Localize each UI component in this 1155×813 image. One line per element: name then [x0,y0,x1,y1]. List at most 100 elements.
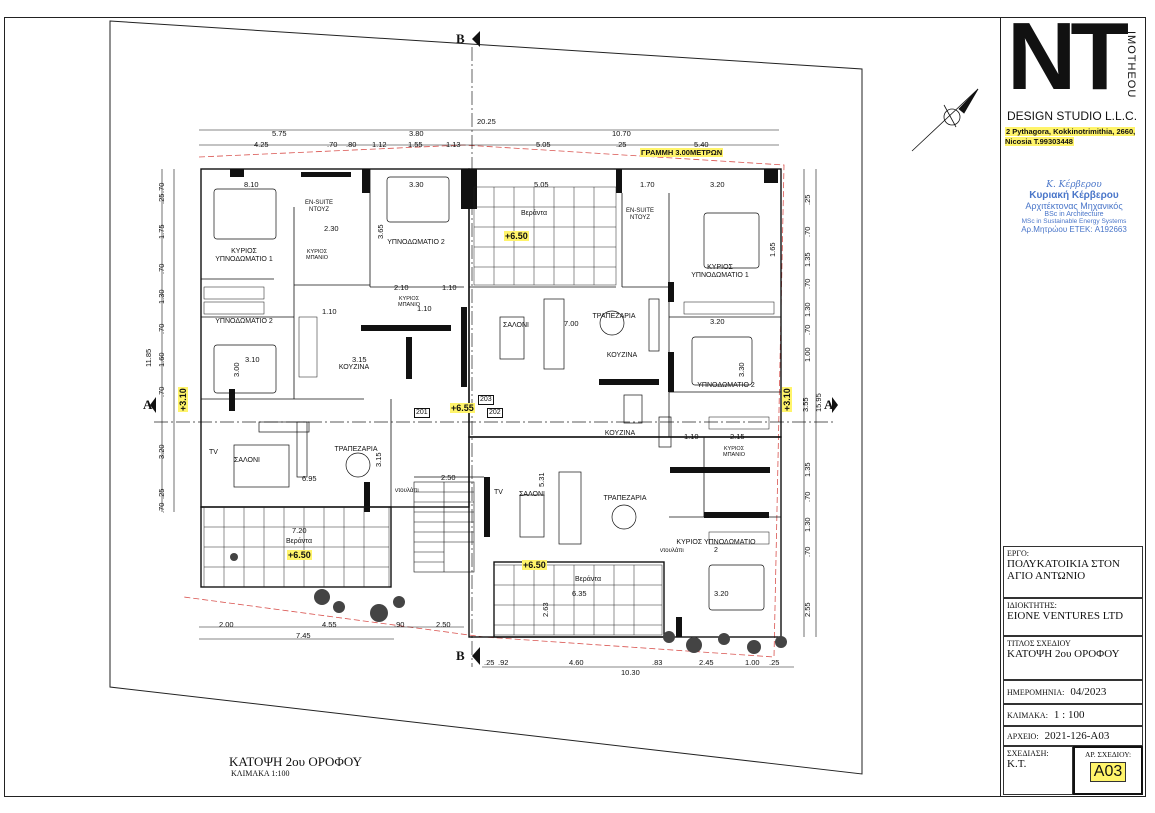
tb-project-label: ΕΡΓΟ: [1007,549,1029,558]
dim-inner-0: 8.10 [244,180,259,189]
dim-inner-16: 6.35 [572,589,587,598]
room-label-master-bedroom-1-left: ΚΥΡΙΟΣ ΥΠΝΟΔΩΜΑΤΙΟ 1 [215,248,273,263]
level-mark-veranda-left: +6.50 [287,550,312,560]
north-arrow-icon [911,88,979,152]
dim-bottom-r1-0: 2.00 [219,620,234,629]
dim-inner-12: 2.15 [730,432,745,441]
dim-bottom-r1-1: 4.55 [322,620,337,629]
dim-inner-13: 7.20 [292,526,307,535]
architect-name: Κυριακή Κέρβερου [1029,190,1119,201]
tb-title-value: ΚΑΤΟΨΗ 2ου ΟΡΟΦΟΥ [1007,648,1120,660]
dim-inner-1: 3.30 [409,180,424,189]
dim-top-overall: 20.25 [477,117,496,126]
tb-owner-value: EIONE VENTURES LTD [1007,610,1124,622]
dim-inner-26: 1.10 [417,304,432,313]
room-label-ensuite-right: EN-SUITE ΝΤΟΥΖ [625,208,654,221]
tb-sheet-label: ΑΡ. ΣΧΕΔΙΟΥ: [1084,750,1132,759]
dim-right-v-7: 1.35 [803,462,812,477]
tb-title: ΤΙΤΛΟΣ ΣΧΕΔΙΟΥ ΚΑΤΟΨΗ 2ου ΟΡΟΦΟΥ [1003,636,1143,680]
room-label-bathroom-right: ΚΥΡΙΟΣ ΜΠΑΝΙΟ [723,446,745,458]
dim-left-total: 11.85 [144,348,153,367]
dim-inner-19: 7.00 [564,319,579,328]
architect-registration: Αρ.Μητρώου ΕΤΕΚ: A192663 [1021,225,1127,234]
logo-letters: NT [1007,3,1129,110]
tb-date-value: 04/2023 [1070,686,1107,698]
title-block: NT IMOTHEOU DESIGN STUDIO L.L.C. 2 Pytha… [1000,7,1147,797]
dim-left-v-3: .70 [157,263,166,274]
dim-left-v-10: .70 [157,502,166,513]
room-label-dining-left: ΤΡΑΠΕΖΑΡΙΑ [334,446,378,453]
staircase [413,481,475,573]
setback-label: ΓΡΑΜΜΗ 3.00ΜΕΤΡΩΝ [640,148,724,157]
dim-top-r2-0: 4.25 [254,140,269,149]
tb-scale-label: ΚΛΙΜΑΚΑ: [1007,710,1048,720]
room-label-master-bedroom-2: ΚΥΡΙΟΣ ΥΠΝΟΔΩΜΑΤΙΟ 2 [676,539,756,554]
architect-degree-2: MSc in Sustainable Energy Systems [1021,218,1127,225]
veranda-bottom [493,564,663,636]
architect-title: Αρχιτέκτονας Μηχανικός [1025,201,1123,211]
tb-owner: ΙΔΙΟΚΤΗΤΗΣ: EIONE VENTURES LTD [1003,598,1143,636]
dim-bottom-r1-2: .90 [394,620,405,629]
tb-file-value: 2021-126-A03 [1044,730,1110,742]
dim-bottom-r1-3: 2.50 [436,620,451,629]
tb-project: ΕΡΓΟ: ΠΟΛΥΚΑΤΟΙΚΙΑ ΣΤΟΝ ΑΓΙΟ ΑΝΤΩΝΙΟ [1003,546,1143,598]
dim-top-r1-1: 3.80 [409,129,424,138]
dim-right-v-1: .70 [803,226,812,237]
dim-inner-11: 3.20 [710,317,725,326]
flat-number-201: 201 [414,408,430,418]
level-mark-veranda-bottom: +6.50 [522,560,547,570]
studio-name: DESIGN STUDIO L.L.C. [1007,109,1138,123]
dim-right-v-9: 1.30 [803,517,812,532]
dim-inner-20: 3.30 [737,362,746,377]
dim-bottom-right-4: 2.45 [699,658,714,667]
level-mark-right-3-10: +3.10 [782,387,792,412]
dim-inner-27: 1.10 [684,432,699,441]
tb-scale: ΚΛΙΜΑΚΑ: 1 : 100 [1003,704,1143,726]
flat-number-203: 203 [478,395,494,405]
dim-inner-2: 5.05 [534,180,549,189]
dim-inner-7: 1.10 [442,283,457,292]
room-label-bathroom-mid: ΚΥΡΙΟΣ ΜΠΑΝΙΟ [398,296,420,308]
room-label-kitchen-left: ΚΟΥΖΙΝΑ [338,364,370,371]
room-label-veranda-left: Βεράντα [285,538,313,545]
dim-right-v-2: 1.35 [803,252,812,267]
dim-inner-24: 1.65 [768,242,777,257]
dim-left-v-0: .70 [157,182,166,193]
dim-top-r2-1: .70 [327,140,338,149]
tb-sheet: ΑΡ. ΣΧΕΔΙΟΥ: A03 [1073,746,1143,795]
dim-bottom-right-3: .83 [652,658,663,667]
dim-bottom-right-total: 10.30 [621,668,640,677]
architect-signature: Κ. Κέρβερου [1046,180,1102,190]
dim-left-v-6: 1.60 [157,352,166,367]
dim-bottom-right-2: 4.60 [569,658,584,667]
room-label-salon-bottom: ΣΑΛΟΝΙ [519,491,545,498]
architect-stamp: Κ. Κέρβερου Κυριακή Κέρβερου Αρχιτέκτονα… [1001,180,1147,234]
room-label-bathroom-left: ΚΥΡΙΟΣ ΜΠΑΝΙΟ [306,249,328,261]
dim-inner-17: 3.20 [714,589,729,598]
room-label-veranda-bottom: Βεράντα [574,576,602,583]
dim-inner-14: 6.95 [302,474,317,483]
drawing-sheet-frame [4,17,1146,797]
tb-sheet-value: A03 [1090,762,1126,782]
tv-label: TV [209,449,218,456]
dim-bottom-right-1: .92 [498,658,509,667]
setback-line [183,144,785,658]
tb-drawn-label: ΣΧΕΔΙΑΣΗ: [1007,749,1049,758]
dim-left-v-5: .70 [157,323,166,334]
floor-plan-drawing [109,20,979,775]
dim-bottom-right-6: .25 [769,658,780,667]
dim-top-r2-8: 5.40 [694,140,709,149]
dim-inner-23: 3.00 [232,362,241,377]
dim-inner-8: 1.10 [322,307,337,316]
tb-date: ΗΜΕΡΟΜΗΝΙΑ: 04/2023 [1003,680,1143,704]
dim-top-r2-6: 5.05 [536,140,551,149]
dim-right-total-b: 15.95 [814,393,823,412]
logo-side-text: IMOTHEOU [1125,31,1137,99]
studio-address: 2 Pythagora, Kokkinotrimithia, 2660, Nic… [1005,127,1136,146]
tb-title-label: ΤΙΤΛΟΣ ΣΧΕΔΙΟΥ [1007,639,1071,648]
tb-owner-label: ΙΔΙΟΚΤΗΤΗΣ: [1007,601,1057,610]
room-label-salon-left: ΣΑΛΟΝΙ [234,457,260,464]
room-label-veranda-top: Βεράντα [520,210,548,217]
dim-inner-25: 2.63 [541,602,550,617]
room-label-bedroom-2-left: ΥΠΝΟΔΩΜΑΤΙΟ 2 [215,318,273,325]
